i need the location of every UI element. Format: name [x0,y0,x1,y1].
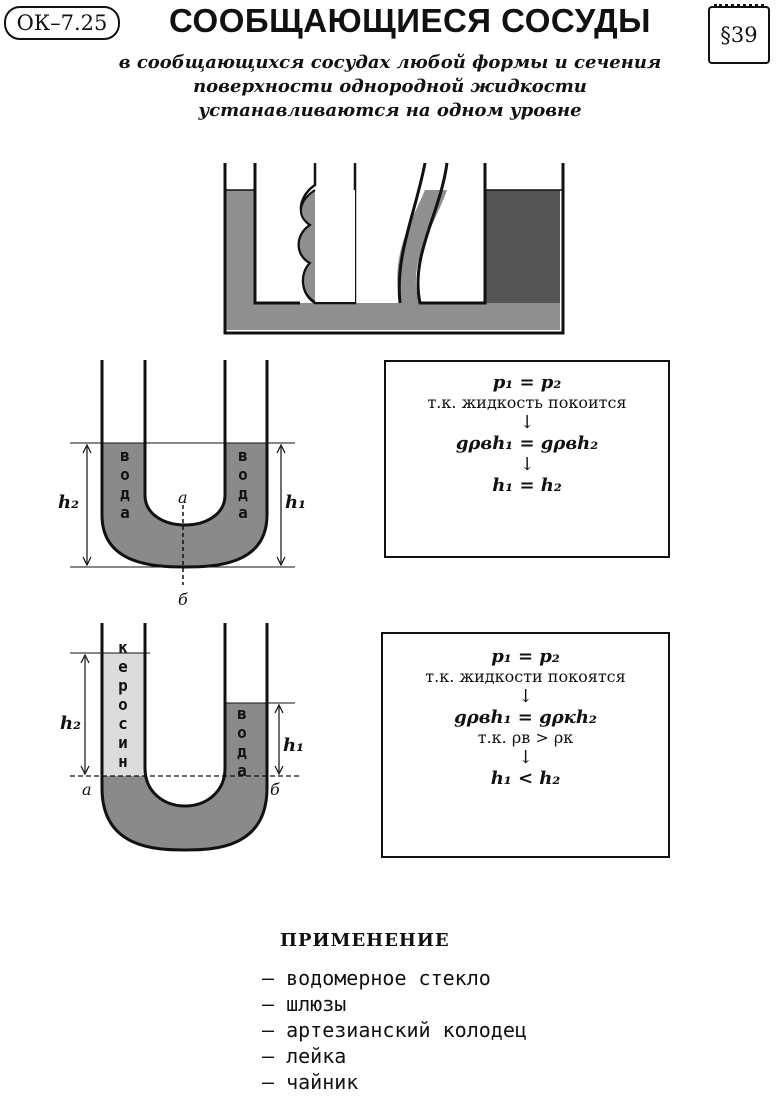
box2-result: h₁ < h₂ [490,768,561,789]
application-heading: ПРИМЕНЕНИЕ [280,930,450,951]
box2-arrow-1: ↓ [517,686,534,707]
box1-result: h₁ = h₂ [492,475,562,496]
document-code: ОК–7.25 [4,6,120,40]
box2-reason: т.к. жидкости покоятся [425,667,626,686]
box1-height-equation: gρвh₁ = gρвh₂ [455,433,599,454]
page-title: СООБЩАЮЩИЕСЯ СОСУДЫ [169,2,651,39]
application-item: – артезианский колодец [262,1018,527,1042]
paragraph-badge: §39 [708,4,770,64]
diagram1-right-liquid: вода [238,446,248,522]
diagram2-label-a: а [82,780,92,799]
diagram2-left-liquid: керосин [118,638,128,771]
formula-box-equal-liquids: p₁ = p₂ т.к. жидкость покоится ↓ gρвh₁ =… [384,360,670,558]
subtitle-line-3: устанавливаются на одном уровне [198,100,582,121]
diagram1-label-b: б [178,590,188,609]
diagram1-label-h1: h₁ [285,492,306,513]
u-tube-kerosene-water-diagram [70,623,300,852]
application-item: – чайник [262,1070,359,1094]
subtitle-line-1: в сообщающихся сосудах любой формы и сеч… [118,52,662,73]
diagram2-label-h2: h₂ [60,713,81,734]
box1-reason: т.к. жидкость покоится [427,393,627,412]
subtitle-line-2: поверхности однородной жидкости [193,76,587,97]
formula-box-different-liquids: p₁ = p₂ т.к. жидкости покоятся ↓ gρвh₁ =… [381,632,670,858]
diagram2-label-b: б [270,780,280,799]
diagram1-label-h2: h₂ [58,492,79,513]
box1-arrow-1: ↓ [519,412,535,433]
application-item: – водомерное стекло [262,966,491,990]
box2-arrow-2: ↓ [517,747,534,768]
box2-condition: т.к. ρв > ρк [477,728,574,747]
diagram2-right-liquid: вода [237,704,247,780]
diagram1-label-a: а [178,488,188,507]
box1-pressure-equation: p₁ = p₂ [492,372,562,393]
u-tube-water-diagram [70,360,295,585]
box2-height-equation: gρвh₁ = gρкh₂ [454,707,597,728]
box1-arrow-2: ↓ [519,454,535,475]
application-item: – шлюзы [262,992,347,1016]
communicating-vessels-illustration [223,162,565,335]
box2-pressure-equation: p₁ = p₂ [491,646,560,667]
application-item: – лейка [262,1044,347,1068]
diagram2-label-h1: h₁ [283,735,304,756]
diagram1-left-liquid: вода [120,446,130,522]
